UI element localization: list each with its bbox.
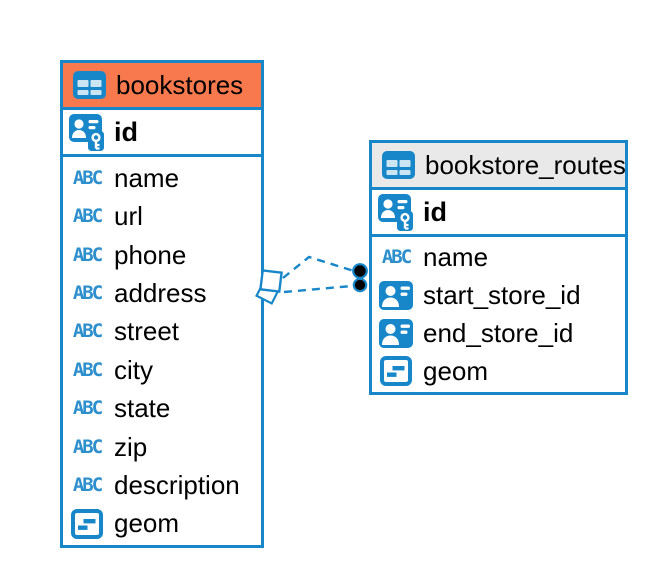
column-row-id[interactable]: id <box>372 190 625 237</box>
geometry-type-icon <box>68 508 106 540</box>
column-label: state <box>114 393 171 424</box>
column-row-state[interactable]: ABC state <box>63 389 261 427</box>
table-header[interactable]: bookstore_routes <box>372 143 626 190</box>
table-title: bookstore_routes <box>425 149 626 180</box>
table-icon <box>379 150 417 180</box>
column-row-id[interactable]: id <box>63 110 261 157</box>
text-type-icon: ABC <box>68 473 106 496</box>
column-label: phone <box>114 239 187 270</box>
text-type-icon: ABC <box>377 248 415 267</box>
column-label: name <box>423 242 489 273</box>
table-icon <box>70 70 108 100</box>
child-marker-circle-1 <box>352 263 368 279</box>
column-label: url <box>114 201 143 232</box>
column-list: ABC name start_store_id end_store_id geom <box>372 237 625 392</box>
column-label: geom <box>423 355 489 386</box>
foreign-key-icon <box>377 318 415 349</box>
column-row-address[interactable]: ABC address <box>63 274 261 312</box>
text-type-icon: ABC <box>68 207 106 226</box>
text-type-icon-label: ABC <box>72 243 103 266</box>
text-type-icon: ABC <box>68 322 106 341</box>
column-row-city[interactable]: ABC city <box>63 351 261 389</box>
relationship-line-2[interactable] <box>283 284 353 294</box>
column-row-phone[interactable]: ABC phone <box>63 236 261 274</box>
primary-key-icon <box>68 112 106 152</box>
text-type-icon: ABC <box>68 399 106 418</box>
primary-key-icon <box>377 192 415 232</box>
text-type-icon: ABC <box>68 281 106 304</box>
text-type-icon-label: ABC <box>72 358 103 381</box>
column-label: city <box>114 354 153 385</box>
text-type-icon-label: ABC <box>72 473 103 496</box>
column-row-zip[interactable]: ABC zip <box>63 428 261 466</box>
column-row-start_store_id[interactable]: start_store_id <box>372 277 625 315</box>
table-title: bookstores <box>116 69 244 100</box>
text-type-icon-label: ABC <box>72 320 103 343</box>
child-marker-circle-2 <box>352 277 368 293</box>
column-label: end_store_id <box>423 317 574 348</box>
column-row-url[interactable]: ABC url <box>63 197 261 235</box>
text-type-icon: ABC <box>68 435 106 458</box>
foreign-key-geometry <box>377 355 415 387</box>
column-label: name <box>114 162 180 193</box>
relationship-line-1[interactable] <box>282 255 355 279</box>
text-type-icon: ABC <box>68 358 106 381</box>
column-label: id <box>423 196 447 227</box>
column-label: id <box>114 116 138 147</box>
text-type-icon-label: ABC <box>72 166 103 189</box>
column-row-geom[interactable]: geom <box>63 505 261 543</box>
column-label: street <box>114 316 180 347</box>
text-type-icon-label: ABC <box>72 435 103 458</box>
column-row-name[interactable]: ABC name <box>372 239 625 277</box>
text-type-icon-label: ABC <box>72 281 103 304</box>
entity-bookstore-routes[interactable]: bookstore_routes id ABC name start_store_… <box>369 140 628 395</box>
column-label: start_store_id <box>423 280 581 311</box>
column-label: address <box>114 277 207 308</box>
column-row-geom[interactable]: geom <box>372 352 625 390</box>
text-type-icon: ABC <box>68 243 106 266</box>
text-type-icon-label: ABC <box>72 205 103 228</box>
text-type-icon-label: ABC <box>72 397 103 420</box>
table-header[interactable]: bookstores <box>63 63 261 110</box>
text-type-icon: ABC <box>68 166 106 189</box>
column-label: zip <box>114 431 148 462</box>
column-label: description <box>114 469 240 500</box>
foreign-key-icon <box>377 280 415 311</box>
column-label: geom <box>114 508 180 539</box>
text-type-icon-label: ABC <box>381 246 412 269</box>
column-row-name[interactable]: ABC name <box>63 159 261 197</box>
column-row-description[interactable]: ABC description <box>63 466 261 504</box>
column-row-end_store_id[interactable]: end_store_id <box>372 315 625 353</box>
column-row-street[interactable]: ABC street <box>63 313 261 351</box>
